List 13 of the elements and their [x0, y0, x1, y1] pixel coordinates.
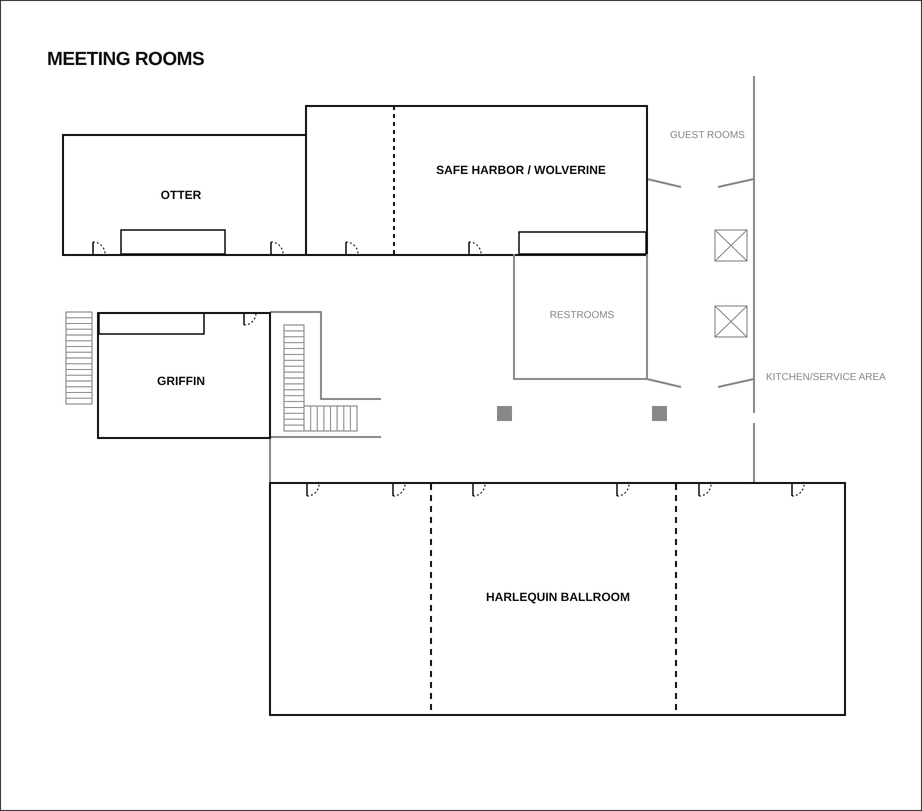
meeting-room — [269, 482, 846, 716]
meeting-room — [97, 312, 271, 439]
room-name: OTTER — [160, 188, 202, 202]
meeting-room — [62, 134, 307, 256]
area-label: GUEST ROOMS — [670, 130, 745, 142]
meeting-room — [305, 105, 648, 256]
room-name: SAFE HARBOR / WOLVERINE — [436, 163, 606, 177]
plan-title: MEETING ROOMS — [47, 49, 204, 71]
room-name: HARLEQUIN BALLROOM — [486, 590, 630, 604]
room-name: RESTROOMS — [550, 309, 614, 323]
restroom-area — [513, 254, 648, 380]
room-name: GRIFFIN — [157, 374, 205, 388]
area-label: KITCHEN/SERVICE AREA — [766, 372, 886, 384]
